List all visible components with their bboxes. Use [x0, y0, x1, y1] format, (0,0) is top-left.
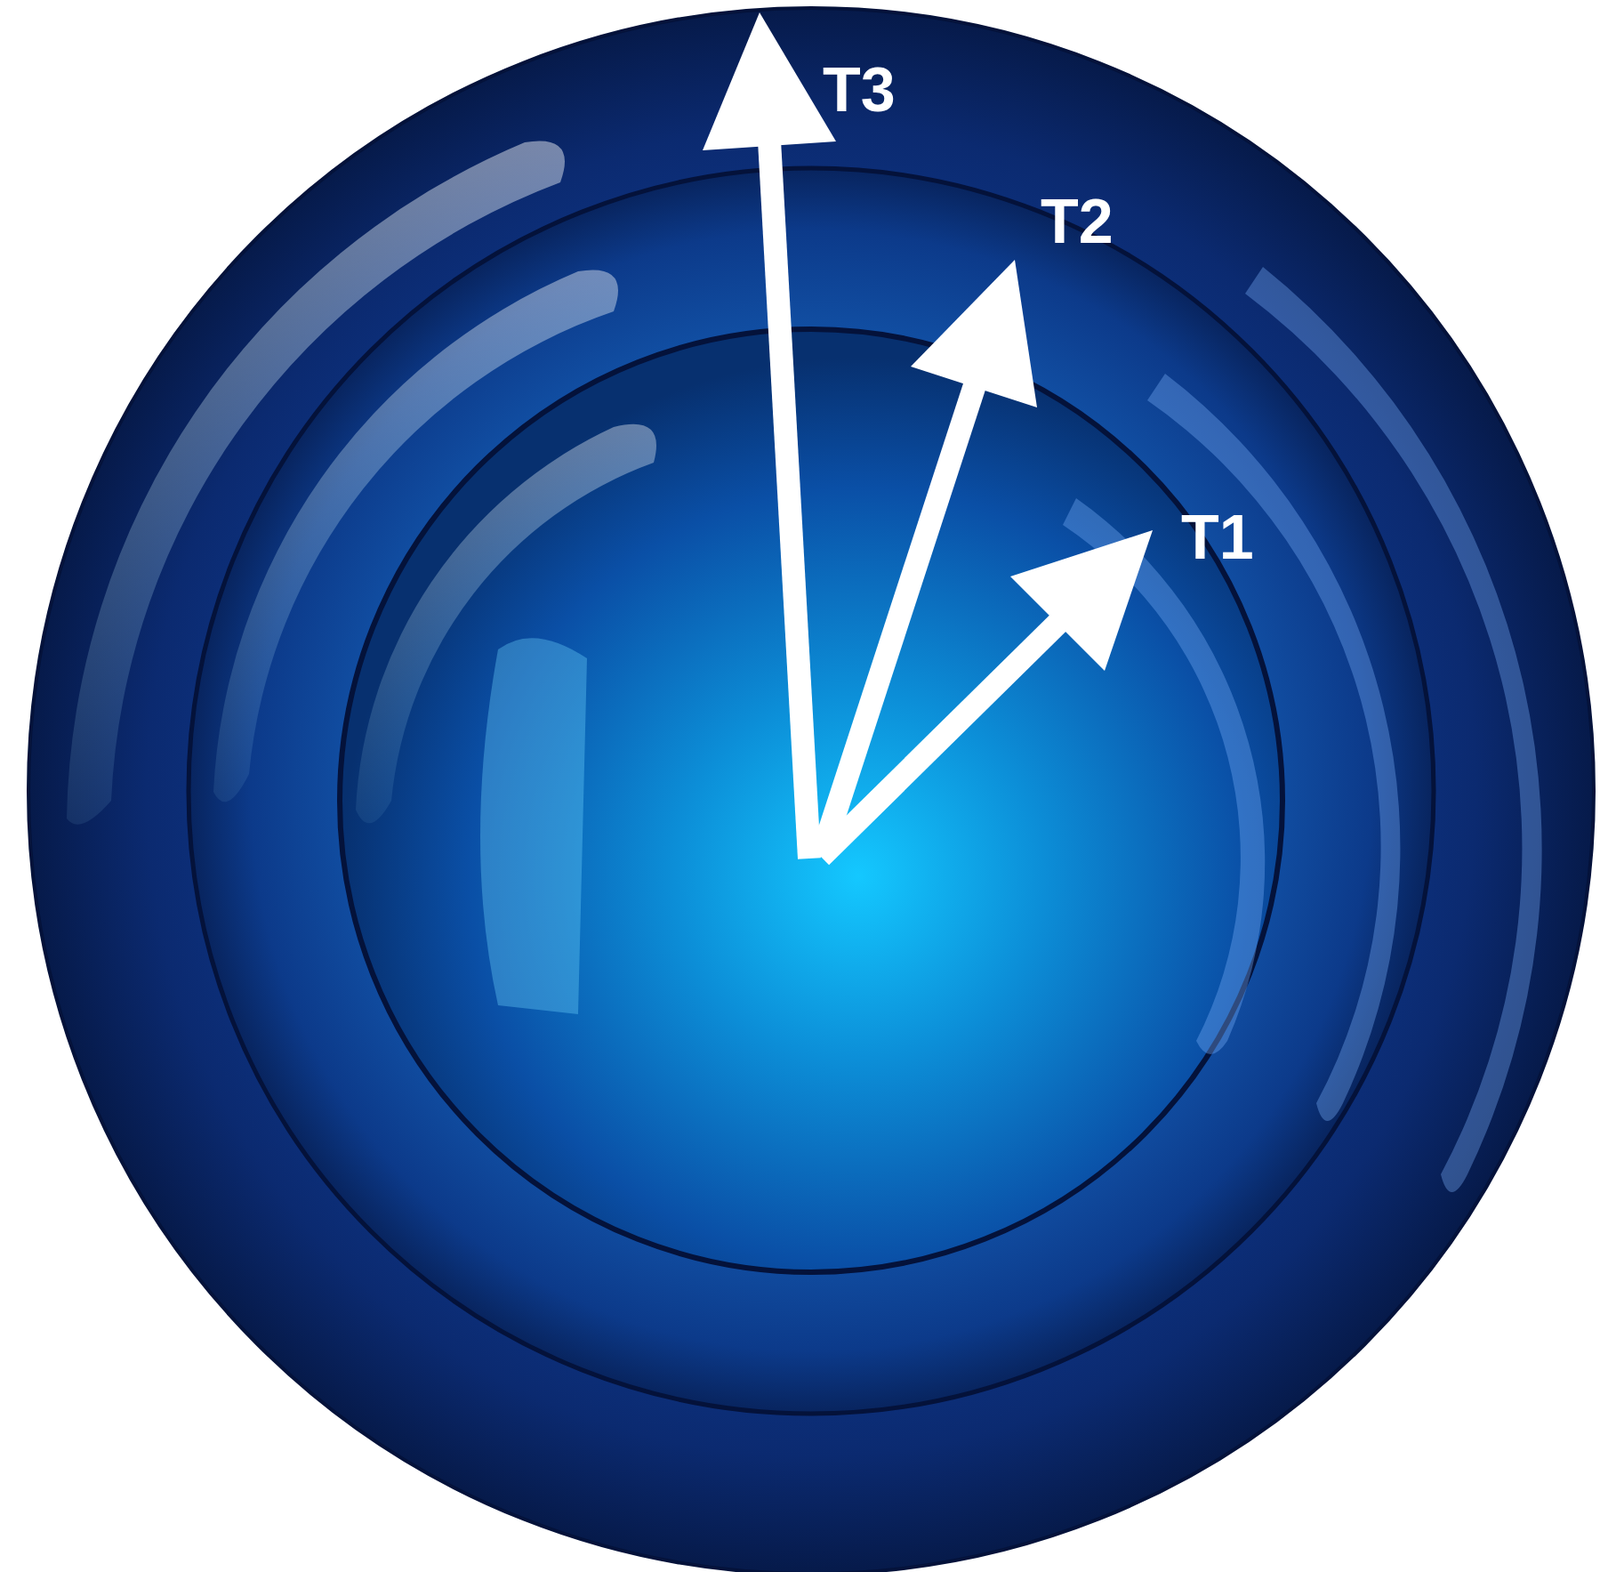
arrow-shaft — [769, 140, 810, 859]
arrow-label: T1 — [1181, 506, 1255, 569]
arrow-shaft — [820, 382, 976, 857]
arrow-label: T3 — [822, 58, 896, 121]
arrow-label: T2 — [1040, 190, 1114, 253]
arrow-head — [702, 12, 837, 151]
arrow-head — [1010, 530, 1153, 671]
arrow-head — [910, 259, 1038, 408]
outer-ring — [28, 8, 1594, 1572]
arrows — [702, 12, 1153, 859]
